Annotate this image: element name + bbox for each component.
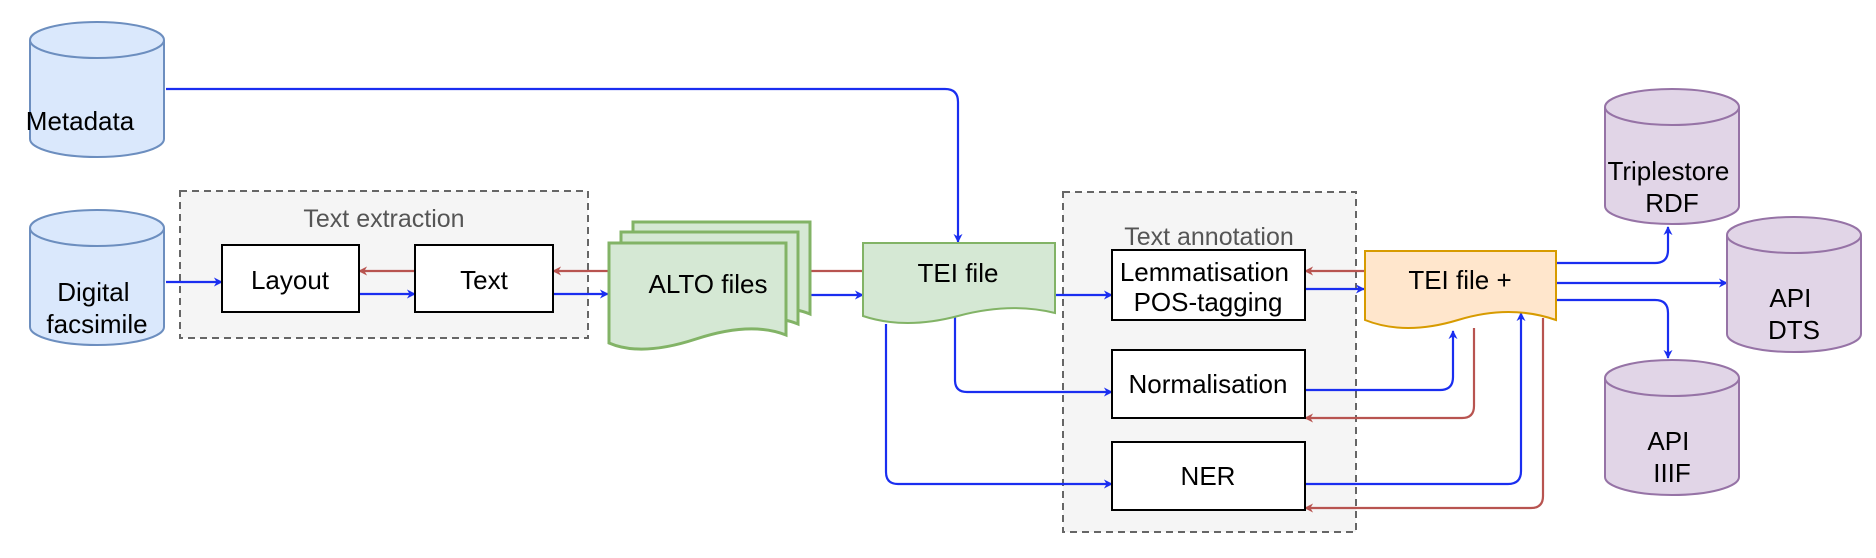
connector-teiplus-to-triplestore (1556, 226, 1673, 265)
api-iiif-label: API IIIF (1647, 426, 1696, 488)
triplestore-label: Triplestore RDF (1607, 156, 1736, 218)
normalisation-label: Normalisation (1129, 369, 1288, 399)
lemmatisation-box: Lemmatisation POS-tagging (1111, 249, 1306, 321)
connector-teiplus-to-api-iiif (1556, 298, 1673, 359)
connector-metadata-to-tei (166, 87, 963, 243)
feedback-teiplus-to-ner (1304, 318, 1545, 513)
tei-file-document: TEI file (862, 242, 1056, 324)
api-iiif-database: API IIIF (1604, 359, 1740, 496)
connector-tei-to-normalisation (953, 316, 1113, 397)
text-extraction-label: Text extraction (303, 205, 464, 233)
connector-tei-to-ner (884, 324, 1113, 489)
alto-files-label: ALTO files (649, 269, 768, 299)
ner-box: NER (1111, 441, 1306, 511)
normalisation-box: Normalisation (1111, 349, 1306, 419)
connector-ner-to-teiplus (1305, 312, 1526, 486)
api-dts-label: API DTS (1768, 283, 1820, 345)
lemmatisation-label: Lemmatisation POS-tagging (1120, 257, 1296, 317)
forward-connectors (166, 87, 1728, 489)
metadata-database: Metadata (26, 21, 165, 158)
ner-label: NER (1181, 461, 1236, 491)
alto-files-stack: ALTO files (607, 220, 812, 351)
text-label: Text (460, 265, 508, 295)
layout-label: Layout (251, 265, 330, 295)
tei-file-label: TEI file (918, 258, 999, 288)
text-box: Text (414, 244, 554, 313)
feedback-teiplus-to-normalisation (1304, 328, 1476, 423)
feedback-connectors (358, 266, 1545, 513)
triplestore-database: Triplestore RDF (1604, 88, 1740, 225)
metadata-label: Metadata (26, 106, 135, 136)
digital-facsimile-label: Digital facsimile (46, 277, 147, 339)
tei-file-plus-label: TEI file + (1408, 265, 1511, 295)
digital-facsimile-database: Digital facsimile (29, 209, 165, 346)
api-dts-database: API DTS (1726, 216, 1862, 353)
layout-box: Layout (221, 244, 360, 313)
text-annotation-label: Text annotation (1124, 223, 1294, 251)
connector-normalisation-to-teiplus (1305, 330, 1458, 392)
tei-file-plus-document: TEI file + (1364, 250, 1557, 329)
